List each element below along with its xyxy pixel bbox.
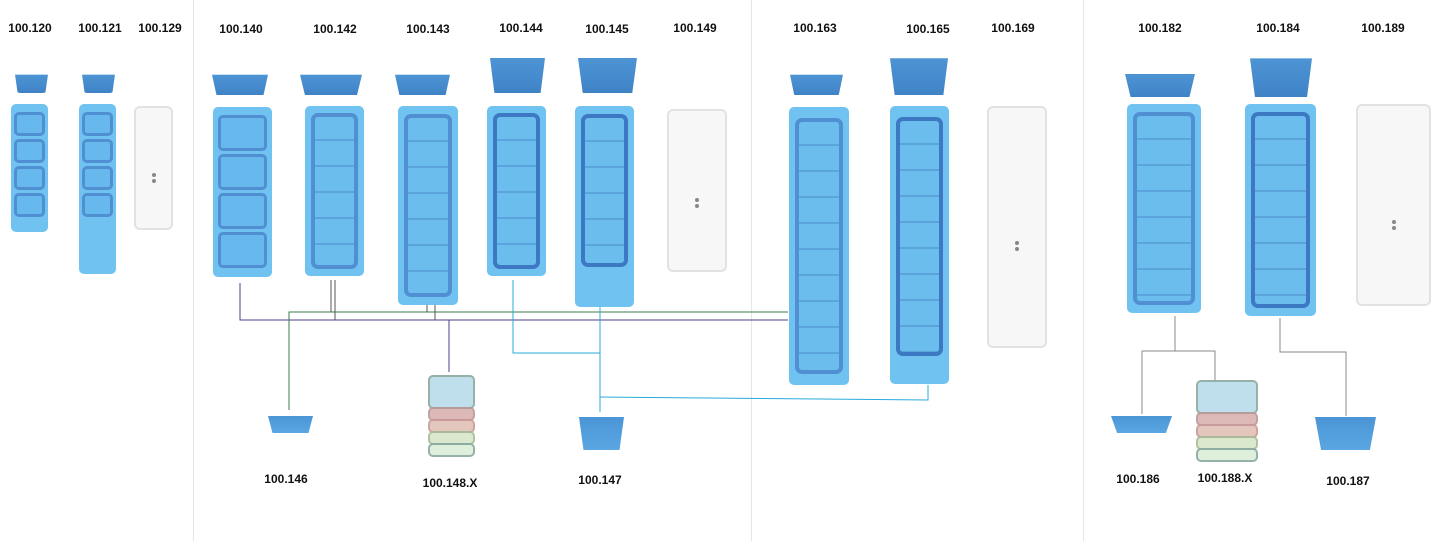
lid [1125, 74, 1195, 97]
pan [1315, 417, 1376, 450]
lid [15, 74, 48, 93]
product-label: 100.186 [1116, 472, 1160, 486]
connector-blue [599, 385, 929, 401]
product-label: 100.129 [138, 21, 182, 35]
product-label: 100.145 [585, 22, 629, 36]
section-divider [751, 0, 752, 541]
container [487, 106, 546, 276]
product-label: 100.147 [578, 473, 622, 487]
pan [1111, 416, 1172, 433]
lid [212, 74, 268, 95]
product-label: 100.148.X [422, 476, 478, 490]
product-label: 100.120 [8, 21, 52, 35]
product-label: 100.165 [906, 22, 950, 36]
product-label: 100.169 [991, 21, 1035, 35]
pan [579, 417, 624, 450]
product-label: 100.182 [1138, 21, 1182, 35]
product-label: 100.144 [499, 21, 543, 35]
lid [890, 58, 948, 95]
container [305, 106, 364, 276]
container [890, 106, 949, 384]
white-container [134, 106, 173, 230]
lid [490, 58, 545, 93]
section-divider [1083, 0, 1084, 541]
container [398, 106, 458, 305]
product-label: 100.146 [264, 472, 308, 486]
product-label: 100.189 [1361, 21, 1405, 35]
product-label: 100.163 [793, 21, 837, 35]
lid [82, 74, 115, 93]
lid-stack [428, 375, 475, 458]
product-label: 100.184 [1256, 21, 1300, 35]
container [789, 107, 849, 385]
connector-purple [239, 283, 788, 321]
lid [578, 58, 637, 93]
container-4-compartment [213, 107, 272, 277]
container [1127, 104, 1201, 313]
section-divider [193, 0, 194, 541]
pan [268, 416, 313, 433]
container [575, 106, 634, 307]
connector-green [288, 311, 788, 410]
white-container [1356, 104, 1431, 306]
white-container [667, 109, 727, 272]
lid-stack [1196, 380, 1258, 462]
container-4-compartment [11, 104, 48, 232]
lid [790, 74, 843, 95]
product-label: 100.187 [1326, 474, 1370, 488]
lid [1250, 58, 1312, 97]
container-4-compartment [79, 104, 116, 274]
product-label: 100.121 [78, 21, 122, 35]
lid [395, 74, 450, 95]
product-label: 100.188.X [1197, 471, 1253, 485]
lid [300, 74, 362, 95]
product-label: 100.142 [313, 22, 357, 36]
product-label: 100.140 [219, 22, 263, 36]
connector-blue [512, 280, 600, 354]
product-label: 100.143 [406, 22, 450, 36]
product-label: 100.149 [673, 21, 717, 35]
container [1245, 104, 1316, 316]
white-container [987, 106, 1047, 348]
connector-gray [1279, 318, 1347, 416]
connector-gray [1141, 350, 1216, 414]
